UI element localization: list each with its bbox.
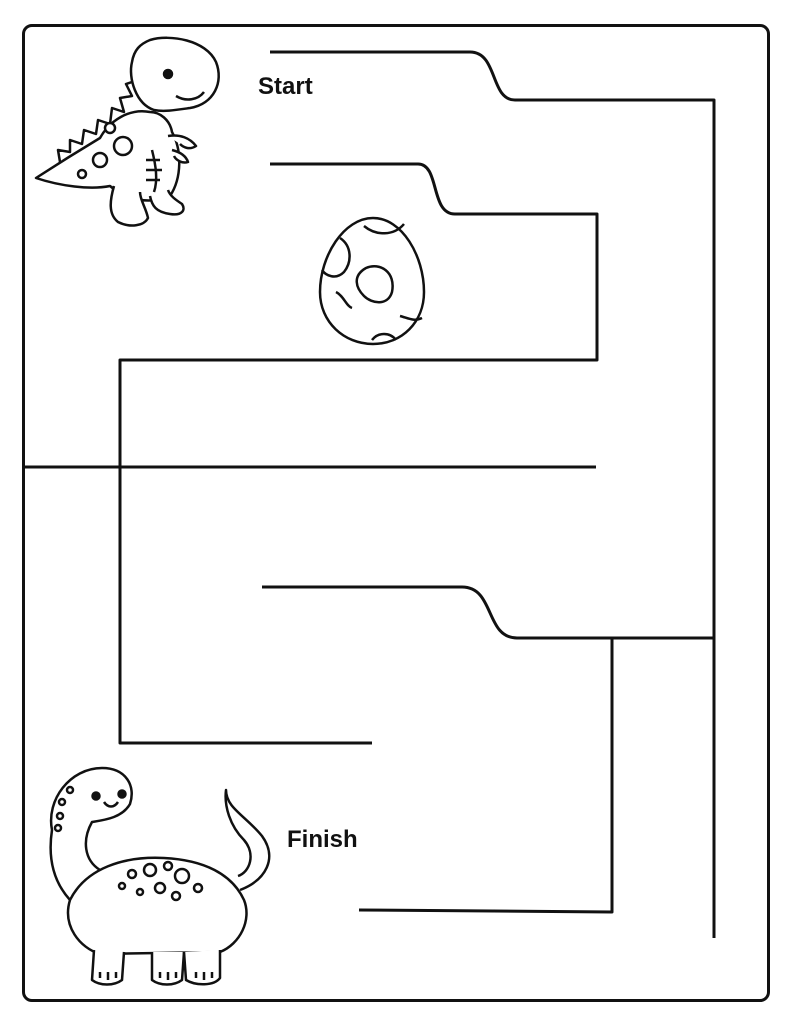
maze-wall-lower bbox=[262, 585, 714, 640]
maze-wall-upper bbox=[118, 162, 599, 745]
finish-label: Finish bbox=[287, 826, 358, 853]
worksheet-border bbox=[22, 24, 770, 1002]
maze-wall-start-top bbox=[270, 50, 716, 938]
maze-wall-finish bbox=[358, 638, 614, 914]
start-label: Start bbox=[258, 73, 313, 100]
